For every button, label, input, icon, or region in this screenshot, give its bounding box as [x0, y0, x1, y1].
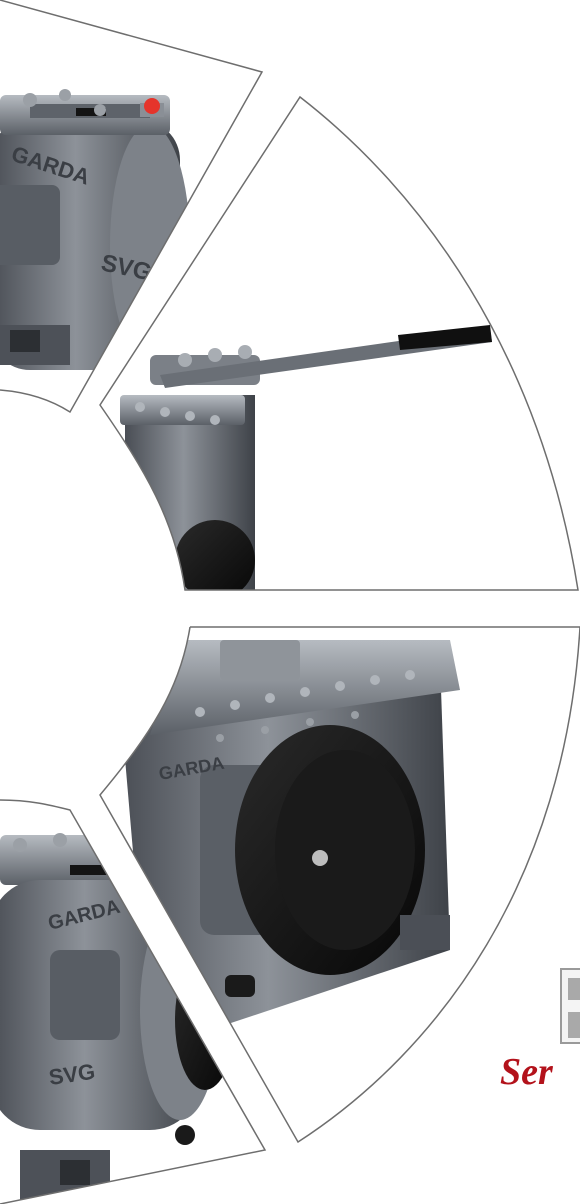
panel-top-left: GARDA SVG — [0, 89, 190, 370]
tagline-text: Ser — [500, 1051, 553, 1093]
panel-top-right-outline — [99, 95, 579, 591]
logo-box-cell — [568, 978, 580, 1000]
panel-top-right — [120, 325, 492, 590]
valve-body-with-indicator-icon — [0, 89, 190, 370]
logo-box-cell — [568, 1012, 580, 1038]
valve-with-lever-handle-icon — [120, 325, 492, 590]
panel-top-left-outline — [0, 0, 264, 414]
panel-bottom-left-outline — [0, 799, 267, 1204]
panel-bottom-right-outline — [99, 626, 580, 1144]
valve-with-flange-icon — [120, 640, 460, 1050]
panel-bottom-right: GARDA — [120, 640, 460, 1050]
logo-box-partial — [560, 968, 580, 1044]
